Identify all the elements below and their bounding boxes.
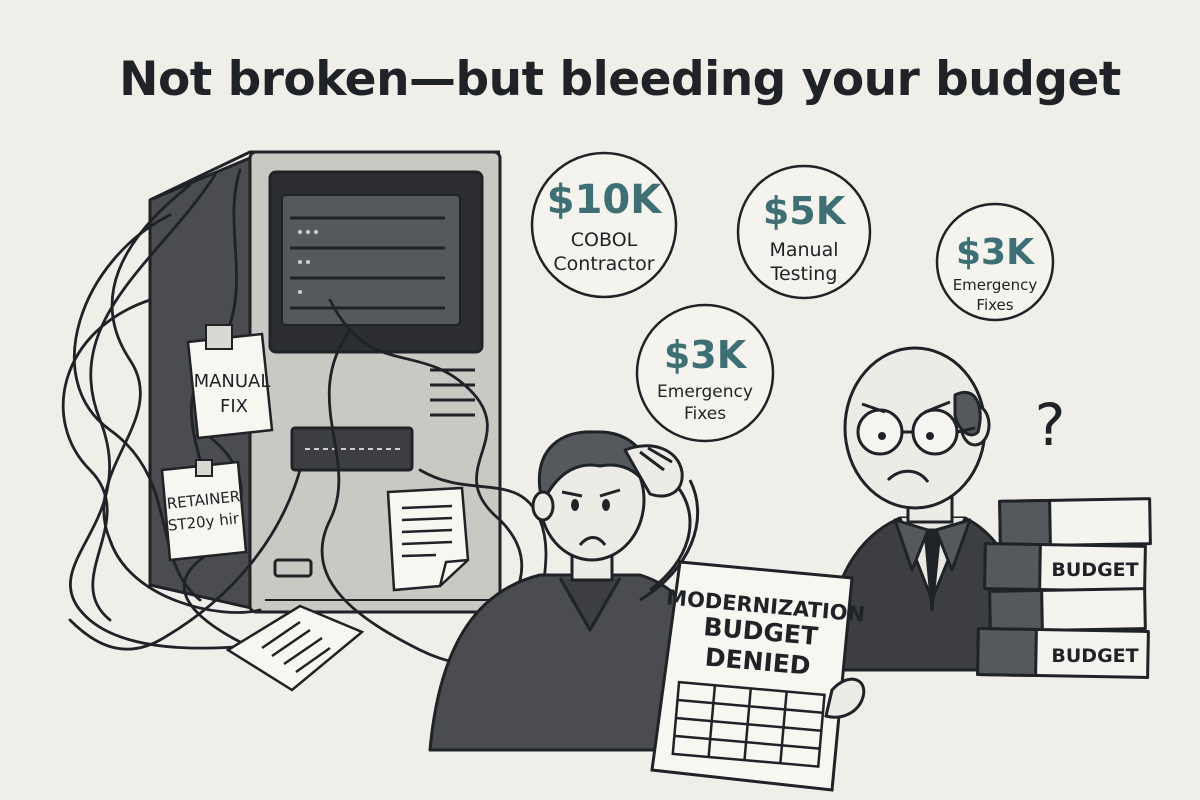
question-mark: ? [1035, 391, 1066, 459]
cost-label-1: Emergency [953, 276, 1038, 294]
cost-label-1: Emergency [657, 382, 753, 402]
budget-box-label-top: BUDGET [1051, 559, 1138, 581]
headline: Not broken—but bleeding your budget [119, 52, 1121, 107]
cost-bubble-emergency-fixes-center: $3K Emergency Fixes [635, 303, 775, 443]
cost-label-2: Testing [770, 263, 838, 285]
sticky-note-server [386, 486, 470, 592]
cost-amount: $5K [763, 189, 847, 233]
cost-amount: $3K [956, 232, 1035, 273]
cost-amount: $10K [547, 177, 663, 223]
paper-on-floor [225, 604, 365, 692]
worried-executive [818, 346, 1037, 672]
budget-box-label-bottom: BUDGET [1051, 645, 1138, 667]
manual-fix-label-1: MANUAL [194, 371, 271, 392]
document-table [671, 680, 826, 768]
cost-label-1: Manual [769, 239, 838, 261]
cost-amount: $3K [664, 333, 748, 377]
manual-fix-label-2: FIX [220, 396, 248, 417]
budget-box-stack [976, 497, 1152, 679]
stressed-employee [428, 430, 732, 752]
cost-label-1: COBOL [571, 229, 638, 251]
cost-bubble-cobol: $10K COBOL Contractor [530, 151, 678, 299]
cost-bubble-manual-testing: $5K Manual Testing [736, 164, 872, 300]
cost-label-2: Contractor [553, 253, 654, 275]
manual-fix-note: MANUAL FIX [186, 324, 274, 440]
cost-label-2: Fixes [684, 404, 726, 424]
retainer-note: RETAINER ST20y hir [160, 459, 248, 562]
denied-document: MODERNIZATION BUDGET DENIED [650, 560, 866, 792]
cost-bubble-emergency-fixes-right: $3K Emergency Fixes [935, 202, 1055, 322]
cost-label-2: Fixes [976, 296, 1013, 314]
